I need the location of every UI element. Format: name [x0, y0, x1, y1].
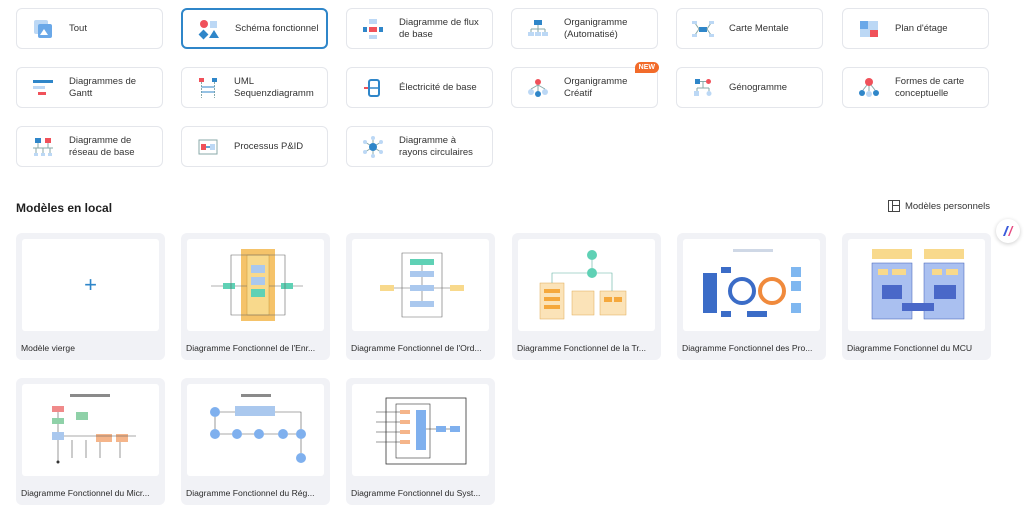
- pid-icon: [182, 127, 234, 166]
- category-flowchart[interactable]: Diagramme de flux de base: [346, 8, 493, 49]
- category-pid[interactable]: Processus P&ID: [181, 126, 328, 167]
- category-label: UML Sequenzdiagramm: [234, 75, 314, 99]
- template-card[interactable]: Diagramme Fonctionnel du MCU: [842, 233, 991, 360]
- category-all[interactable]: Tout: [16, 8, 163, 49]
- category-label: Processus P&ID: [234, 140, 304, 152]
- template-name: Diagramme Fonctionnel du Micr...: [21, 488, 150, 498]
- personal-templates-label: Modèles personnels: [904, 200, 990, 212]
- concept-map-icon: [843, 68, 895, 107]
- category-gantt[interactable]: Diagrammes de Gantt: [16, 67, 163, 108]
- creative-org-icon: [512, 68, 564, 107]
- electric-icon: [347, 68, 399, 107]
- category-label: Schéma fonctionnel: [235, 22, 319, 34]
- template-name: Diagramme Fonctionnel de l'Enr...: [186, 343, 316, 353]
- category-creative-org[interactable]: Organigramme Créatif NEW: [511, 62, 659, 108]
- category-uml-sequence[interactable]: UML Sequenzdiagramm: [181, 67, 328, 108]
- flowchart-icon: [347, 9, 399, 48]
- ai-assistant-button[interactable]: [996, 219, 1020, 243]
- category-mind-map[interactable]: Carte Mentale: [676, 8, 823, 49]
- template-name: Diagramme Fonctionnel des Pro...: [682, 343, 813, 353]
- template-card[interactable]: Diagramme Fonctionnel des Pro...: [677, 233, 826, 360]
- template-name: Diagramme Fonctionnel de la Tr...: [517, 343, 646, 353]
- category-label: Formes de carte conceptuelle: [895, 75, 965, 99]
- category-label: Tout: [69, 22, 87, 34]
- template-name: Diagramme Fonctionnel du Rég...: [186, 488, 315, 498]
- template-thumbnail: [187, 384, 324, 476]
- category-label: Diagrammes de Gantt: [69, 75, 137, 99]
- template-thumbnail: [518, 239, 655, 331]
- category-org-chart[interactable]: Organigramme (Automatisé): [511, 8, 658, 49]
- template-name: Diagramme Fonctionnel du Syst...: [351, 488, 481, 498]
- category-label: Génogramme: [729, 81, 788, 93]
- template-name: Modèle vierge: [21, 343, 75, 353]
- category-label: Plan d'étage: [895, 22, 948, 34]
- category-label: Diagramme à rayons circulaires: [399, 134, 473, 158]
- category-block-diagram[interactable]: Schéma fonctionnel: [181, 8, 328, 49]
- category-radial[interactable]: Diagramme à rayons circulaires: [346, 126, 493, 167]
- genogram-icon: [677, 68, 729, 107]
- category-genogram[interactable]: Génogramme: [676, 67, 823, 108]
- category-concept-map[interactable]: Formes de carte conceptuelle: [842, 67, 989, 108]
- uml-sequence-icon: [182, 68, 234, 107]
- category-label: Carte Mentale: [729, 22, 789, 34]
- category-network[interactable]: Diagramme de réseau de base: [16, 126, 163, 167]
- floor-plan-icon: [843, 9, 895, 48]
- template-card[interactable]: Diagramme Fonctionnel de la Tr...: [512, 233, 661, 360]
- template-thumbnail: [848, 239, 985, 331]
- all-icon: [17, 9, 69, 48]
- template-thumbnail: [683, 239, 820, 331]
- template-name: Diagramme Fonctionnel du MCU: [847, 343, 973, 353]
- category-label: Organigramme (Automatisé): [564, 16, 628, 40]
- plus-icon: +: [84, 272, 97, 297]
- radial-icon: [347, 127, 399, 166]
- template-card-blank[interactable]: + Modèle vierge: [16, 233, 165, 360]
- category-label: Organigramme Créatif: [564, 75, 628, 99]
- template-card[interactable]: Diagramme Fonctionnel du Syst...: [346, 378, 495, 505]
- personal-templates-button[interactable]: Modèles personnels: [887, 200, 990, 212]
- network-icon: [17, 127, 69, 166]
- template-card[interactable]: Diagramme Fonctionnel du Rég...: [181, 378, 330, 505]
- category-electric[interactable]: Électricité de base: [346, 67, 493, 108]
- ai-logo-icon: [1003, 226, 1014, 236]
- template-thumbnail: [352, 239, 489, 331]
- template-thumbnail: +: [22, 239, 159, 331]
- new-badge: NEW: [634, 62, 659, 73]
- template-thumbnail: [352, 384, 489, 476]
- gantt-icon: [17, 68, 69, 107]
- mind-map-icon: [677, 9, 729, 48]
- template-name: Diagramme Fonctionnel de l'Ord...: [351, 343, 482, 353]
- category-label: Électricité de base: [399, 81, 477, 93]
- template-thumbnail: [22, 384, 159, 476]
- template-card[interactable]: Diagramme Fonctionnel du Micr...: [16, 378, 165, 505]
- category-label: Diagramme de réseau de base: [69, 134, 135, 158]
- template-card[interactable]: Diagramme Fonctionnel de l'Enr...: [181, 233, 330, 360]
- template-card[interactable]: Diagramme Fonctionnel de l'Ord...: [346, 233, 495, 360]
- layout-icon: [887, 200, 900, 212]
- category-label: Diagramme de flux de base: [399, 16, 479, 40]
- category-floor-plan[interactable]: Plan d'étage: [842, 8, 989, 49]
- template-thumbnail: [187, 239, 324, 331]
- block-diagram-icon: [183, 10, 235, 47]
- org-chart-icon: [512, 9, 564, 48]
- section-title: Modèles en local: [16, 201, 113, 215]
